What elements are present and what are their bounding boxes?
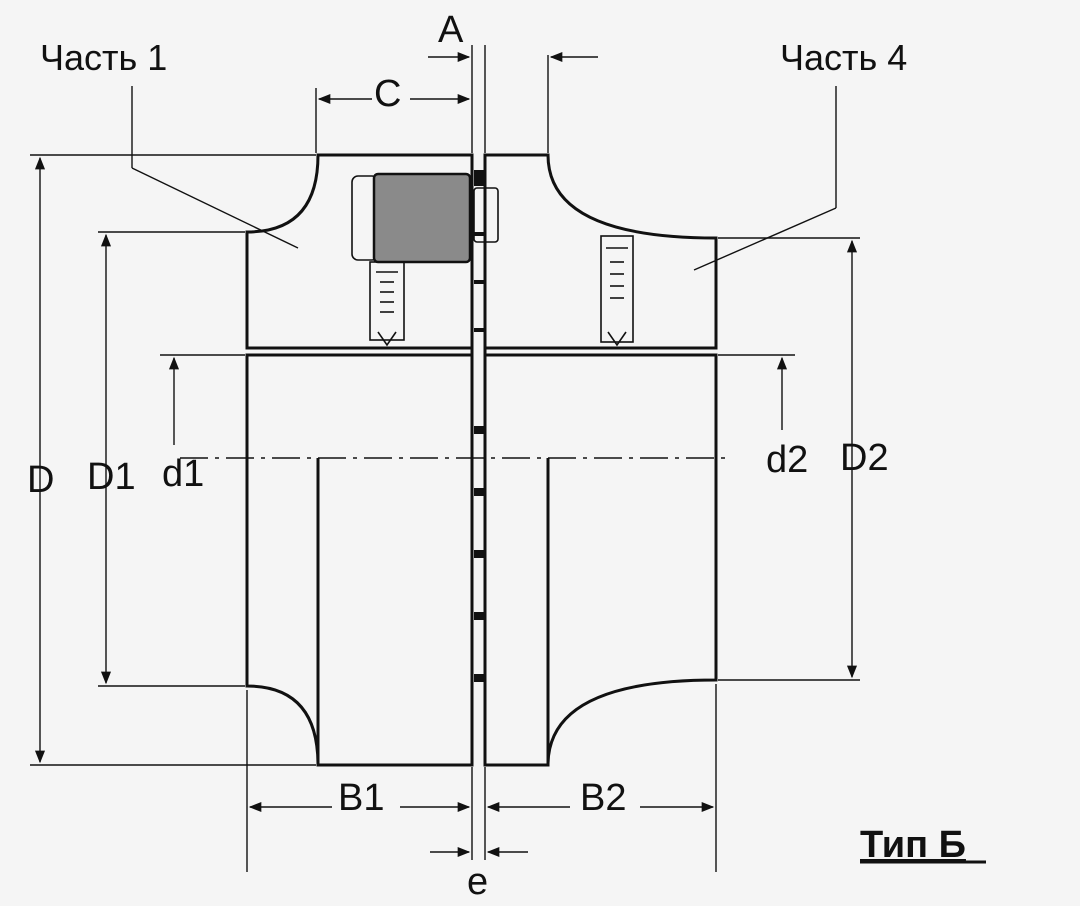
label-type: Тип Б: [860, 824, 966, 866]
right-hub-section: [483, 153, 718, 350]
left-hub-body: [245, 353, 474, 767]
label-C: C: [374, 73, 401, 115]
gap-strip: [470, 155, 487, 765]
part4-leader-diag: [693, 207, 837, 271]
label-e: e: [467, 861, 488, 903]
label-part4: Часть 4: [780, 37, 907, 78]
label-D: D: [27, 459, 54, 501]
label-part1: Часть 1: [40, 37, 167, 78]
right-hub-body: [483, 353, 718, 767]
left-hub: [245, 153, 474, 767]
elastic-element: [351, 172, 472, 264]
label-d1: d1: [162, 453, 204, 495]
right-set-screw: [600, 235, 634, 347]
label-D2: D2: [840, 437, 889, 479]
left-set-screw: [369, 261, 405, 347]
label-A: A: [438, 9, 464, 51]
label-B1: B1: [338, 777, 384, 819]
label-d2: d2: [766, 439, 808, 481]
right-hub: [473, 153, 718, 767]
part1-leader-diag: [131, 167, 299, 249]
label-D1: D1: [87, 456, 136, 498]
extension-lines: [30, 45, 860, 872]
label-B2: B2: [580, 777, 626, 819]
dimension-lines: [34, 51, 858, 858]
